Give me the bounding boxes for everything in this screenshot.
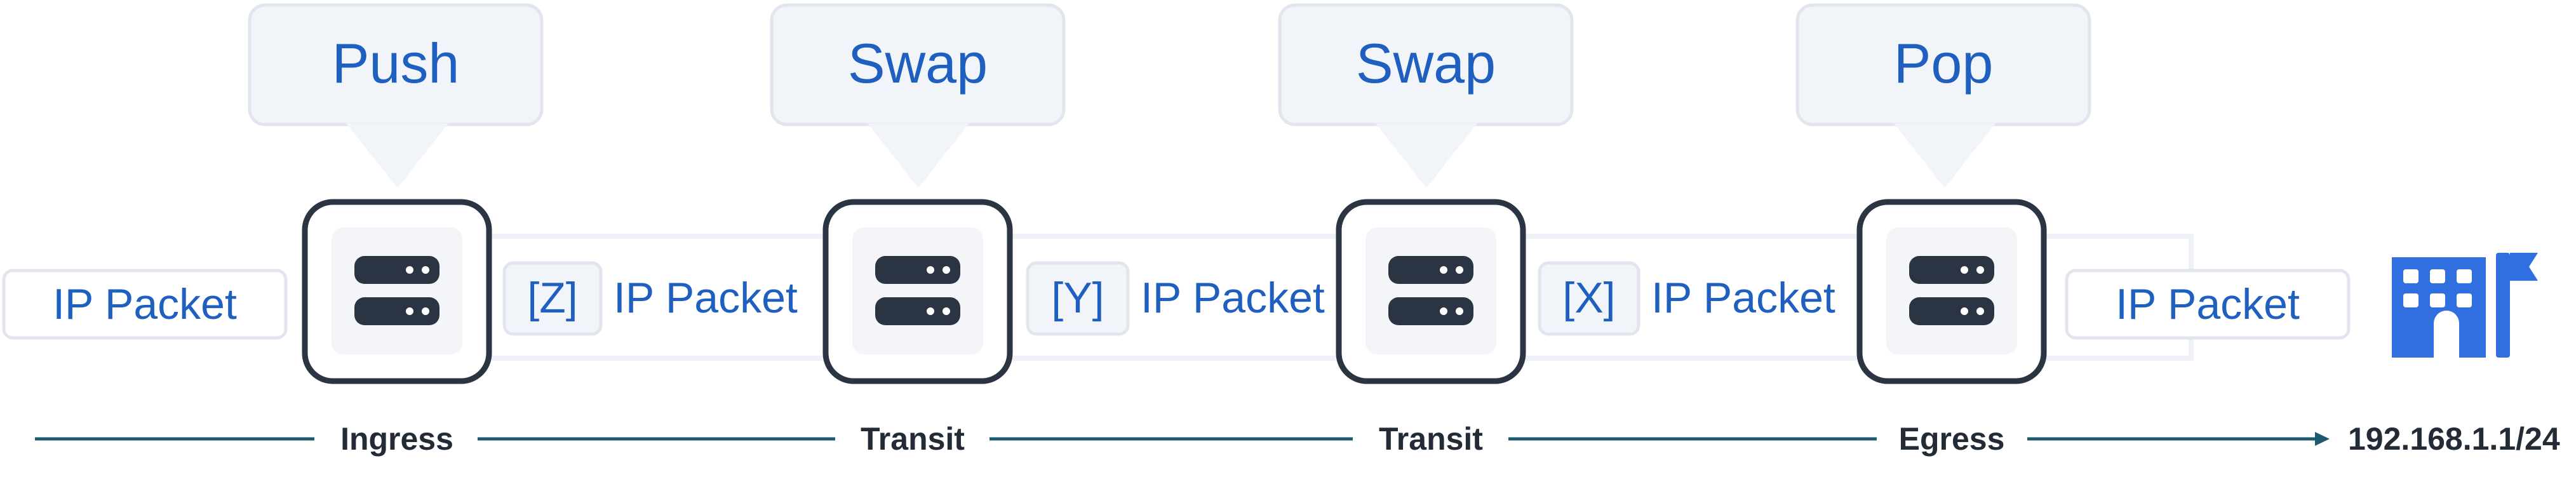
- packet-label: IP Packet: [1141, 274, 1325, 322]
- callout-push: Push: [248, 3, 544, 188]
- packet-incoming: IP Packet: [2, 269, 288, 340]
- router-transit-1: [822, 199, 1013, 384]
- path-axis: Ingress Transit Transit Egress 192.168.1…: [35, 421, 2560, 457]
- packet-label: IP Packet: [614, 274, 798, 322]
- arrow-head-icon: [2315, 432, 2330, 446]
- packet-labeled-y: [Y] IP Packet: [1026, 261, 1325, 336]
- router-egress: [1856, 199, 2047, 384]
- operation-label-swap-2: Swap: [1356, 32, 1496, 95]
- mpls-label-x: [X]: [1562, 274, 1615, 322]
- operation-label-swap-1: Swap: [848, 32, 988, 95]
- stage-label-transit-1: Transit: [861, 421, 965, 457]
- building-flag-icon: [2392, 253, 2538, 358]
- mpls-label-z: [Z]: [527, 274, 577, 322]
- router-transit-2: [1336, 199, 1526, 384]
- server-icon: [354, 256, 439, 325]
- server-icon: [875, 256, 960, 325]
- packet-outgoing: IP Packet: [2065, 269, 2351, 340]
- destination-address: 192.168.1.1/24: [2348, 421, 2560, 457]
- server-icon: [1388, 256, 1473, 325]
- operation-label-pop: Pop: [1894, 32, 1994, 95]
- packet-label: IP Packet: [1651, 274, 1835, 322]
- packet-incoming-label: IP Packet: [53, 280, 237, 328]
- packet-outgoing-label: IP Packet: [2116, 280, 2300, 328]
- mpls-label-y: [Y]: [1051, 274, 1104, 322]
- packet-labeled-x: [X] IP Packet: [1538, 261, 1835, 336]
- callout-pop: Pop: [1795, 3, 2091, 188]
- server-icon: [1909, 256, 1994, 325]
- packet-labeled-z: [Z] IP Packet: [502, 261, 798, 336]
- stage-label-transit-2: Transit: [1379, 421, 1483, 457]
- operation-label-push: Push: [332, 32, 460, 95]
- callout-swap-1: Swap: [770, 3, 1066, 188]
- stage-label-ingress: Ingress: [340, 421, 453, 457]
- callout-swap-2: Swap: [1278, 3, 1574, 188]
- router-ingress: [302, 199, 492, 384]
- stage-label-egress: Egress: [1899, 421, 2005, 457]
